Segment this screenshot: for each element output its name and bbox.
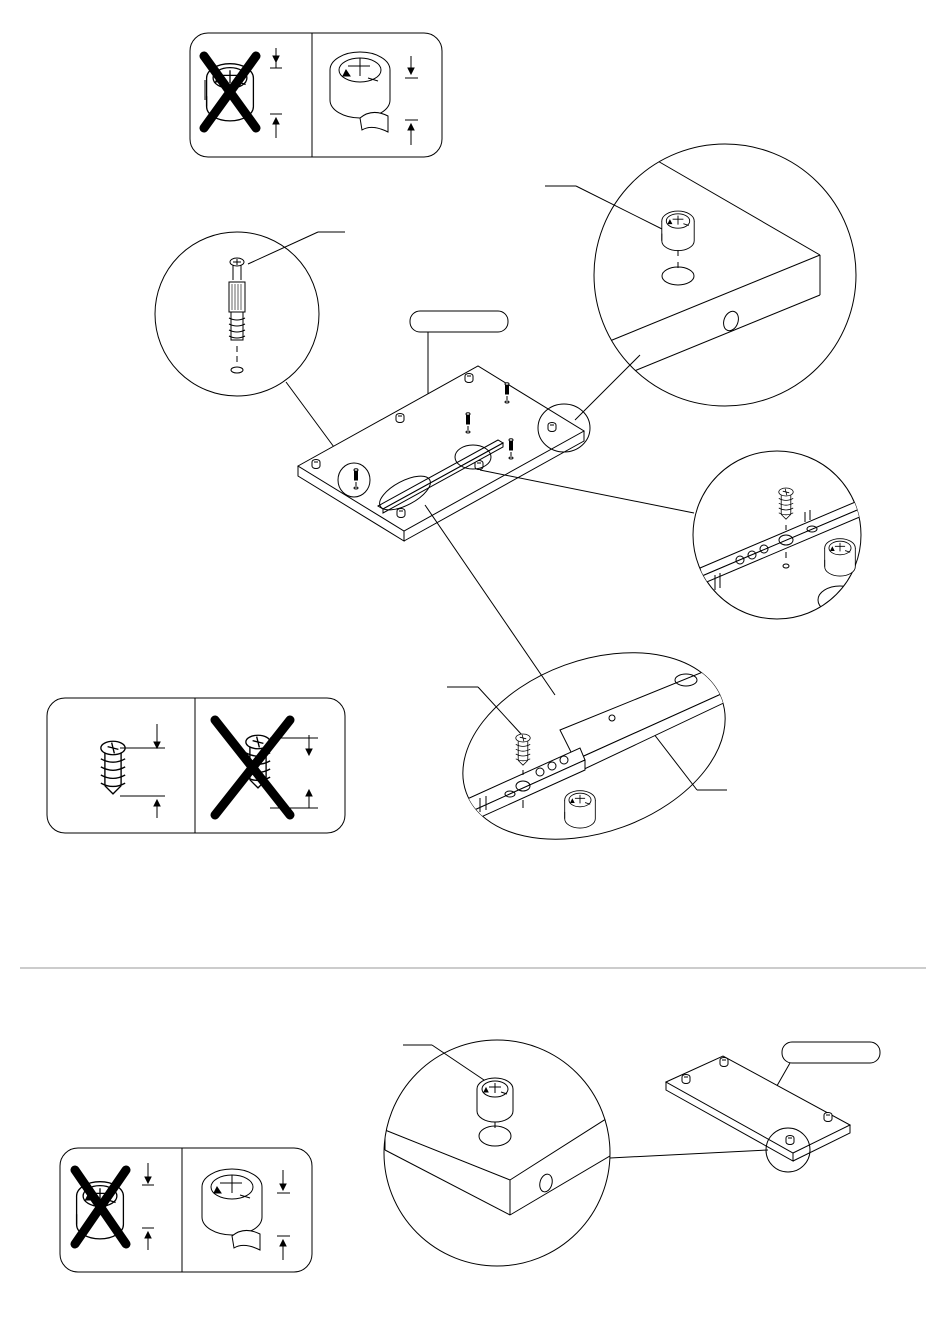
screw-depth-reference bbox=[47, 698, 345, 833]
wrong-cam-orientation bbox=[204, 48, 282, 138]
wrong-screw-depth bbox=[215, 720, 318, 815]
cam-bolt-dowel bbox=[229, 258, 245, 373]
cam-orientation-reference-bottom bbox=[60, 1148, 312, 1272]
wrong-cam-orientation-bottom bbox=[75, 1163, 154, 1250]
correct-cam-orientation bbox=[330, 52, 418, 145]
correct-cam-orientation-bottom bbox=[202, 1169, 290, 1260]
dowel-detail-circle bbox=[155, 232, 345, 462]
panel-lower bbox=[666, 1042, 880, 1172]
runner-ellipse-detail bbox=[437, 619, 751, 874]
correct-screw-depth bbox=[101, 724, 165, 818]
panel-upper bbox=[298, 311, 694, 695]
cam-corner-detail-circle bbox=[545, 144, 856, 420]
runner-screw-detail-circle bbox=[693, 451, 862, 619]
panel-label-lower bbox=[782, 1042, 880, 1063]
panel-label-upper bbox=[410, 311, 508, 332]
cam-orientation-reference-top bbox=[190, 33, 442, 157]
